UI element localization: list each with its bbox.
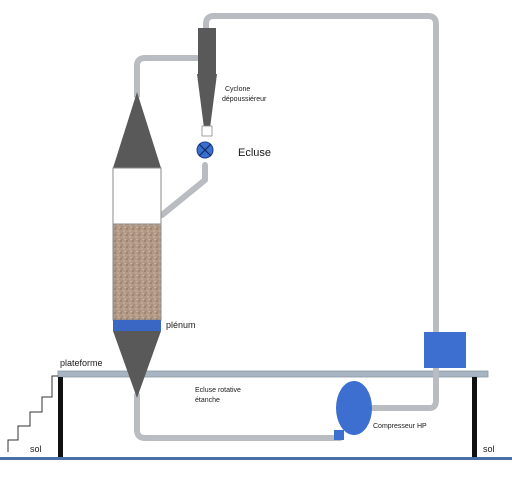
compressor-body — [336, 381, 372, 435]
plenum — [113, 320, 161, 331]
label-ecluse-rotative-line1: Ecluse rotative — [195, 387, 241, 394]
label-ecluse-rotative-line2: étanche — [195, 397, 220, 404]
pipe-column-to-cyclone — [134, 55, 201, 99]
cyclone-top — [198, 28, 216, 74]
compressor — [334, 381, 372, 440]
pipe-column-to-compressor — [134, 392, 343, 441]
stairs — [7, 375, 58, 452]
label-sol-right: sol — [483, 444, 495, 454]
pipe-return-to-cyclone — [203, 13, 439, 335]
label-plateforme: plateforme — [60, 358, 103, 368]
column-bottom-cone — [113, 331, 161, 398]
platform-leg-right — [472, 377, 477, 457]
column-bed-media — [112, 223, 162, 321]
column-top-cone — [113, 92, 161, 168]
compressor-outlet — [334, 430, 344, 440]
platform-leg-left — [58, 377, 63, 457]
platform-deck — [57, 370, 489, 378]
pipe-ecluse-to-column — [159, 162, 208, 218]
label-plenum: plénum — [166, 320, 196, 330]
ground-line — [0, 457, 512, 460]
pipe-network — [134, 13, 439, 441]
label-sol-left: sol — [30, 444, 42, 454]
label-cyclone-line2: dépoussiéreur — [222, 96, 267, 103]
label-compresseur: Compresseur HP — [373, 423, 427, 430]
pipe-compressor-to-riser — [369, 365, 439, 411]
column-freeboard — [112, 167, 162, 225]
cyclone-cone — [197, 74, 217, 128]
label-ecluse: Ecluse — [238, 147, 271, 159]
label-cyclone-line1: Cyclone — [225, 86, 250, 93]
riser-box — [424, 332, 466, 368]
ecluse-valve — [196, 141, 214, 159]
cyclone-outlet — [201, 125, 213, 137]
